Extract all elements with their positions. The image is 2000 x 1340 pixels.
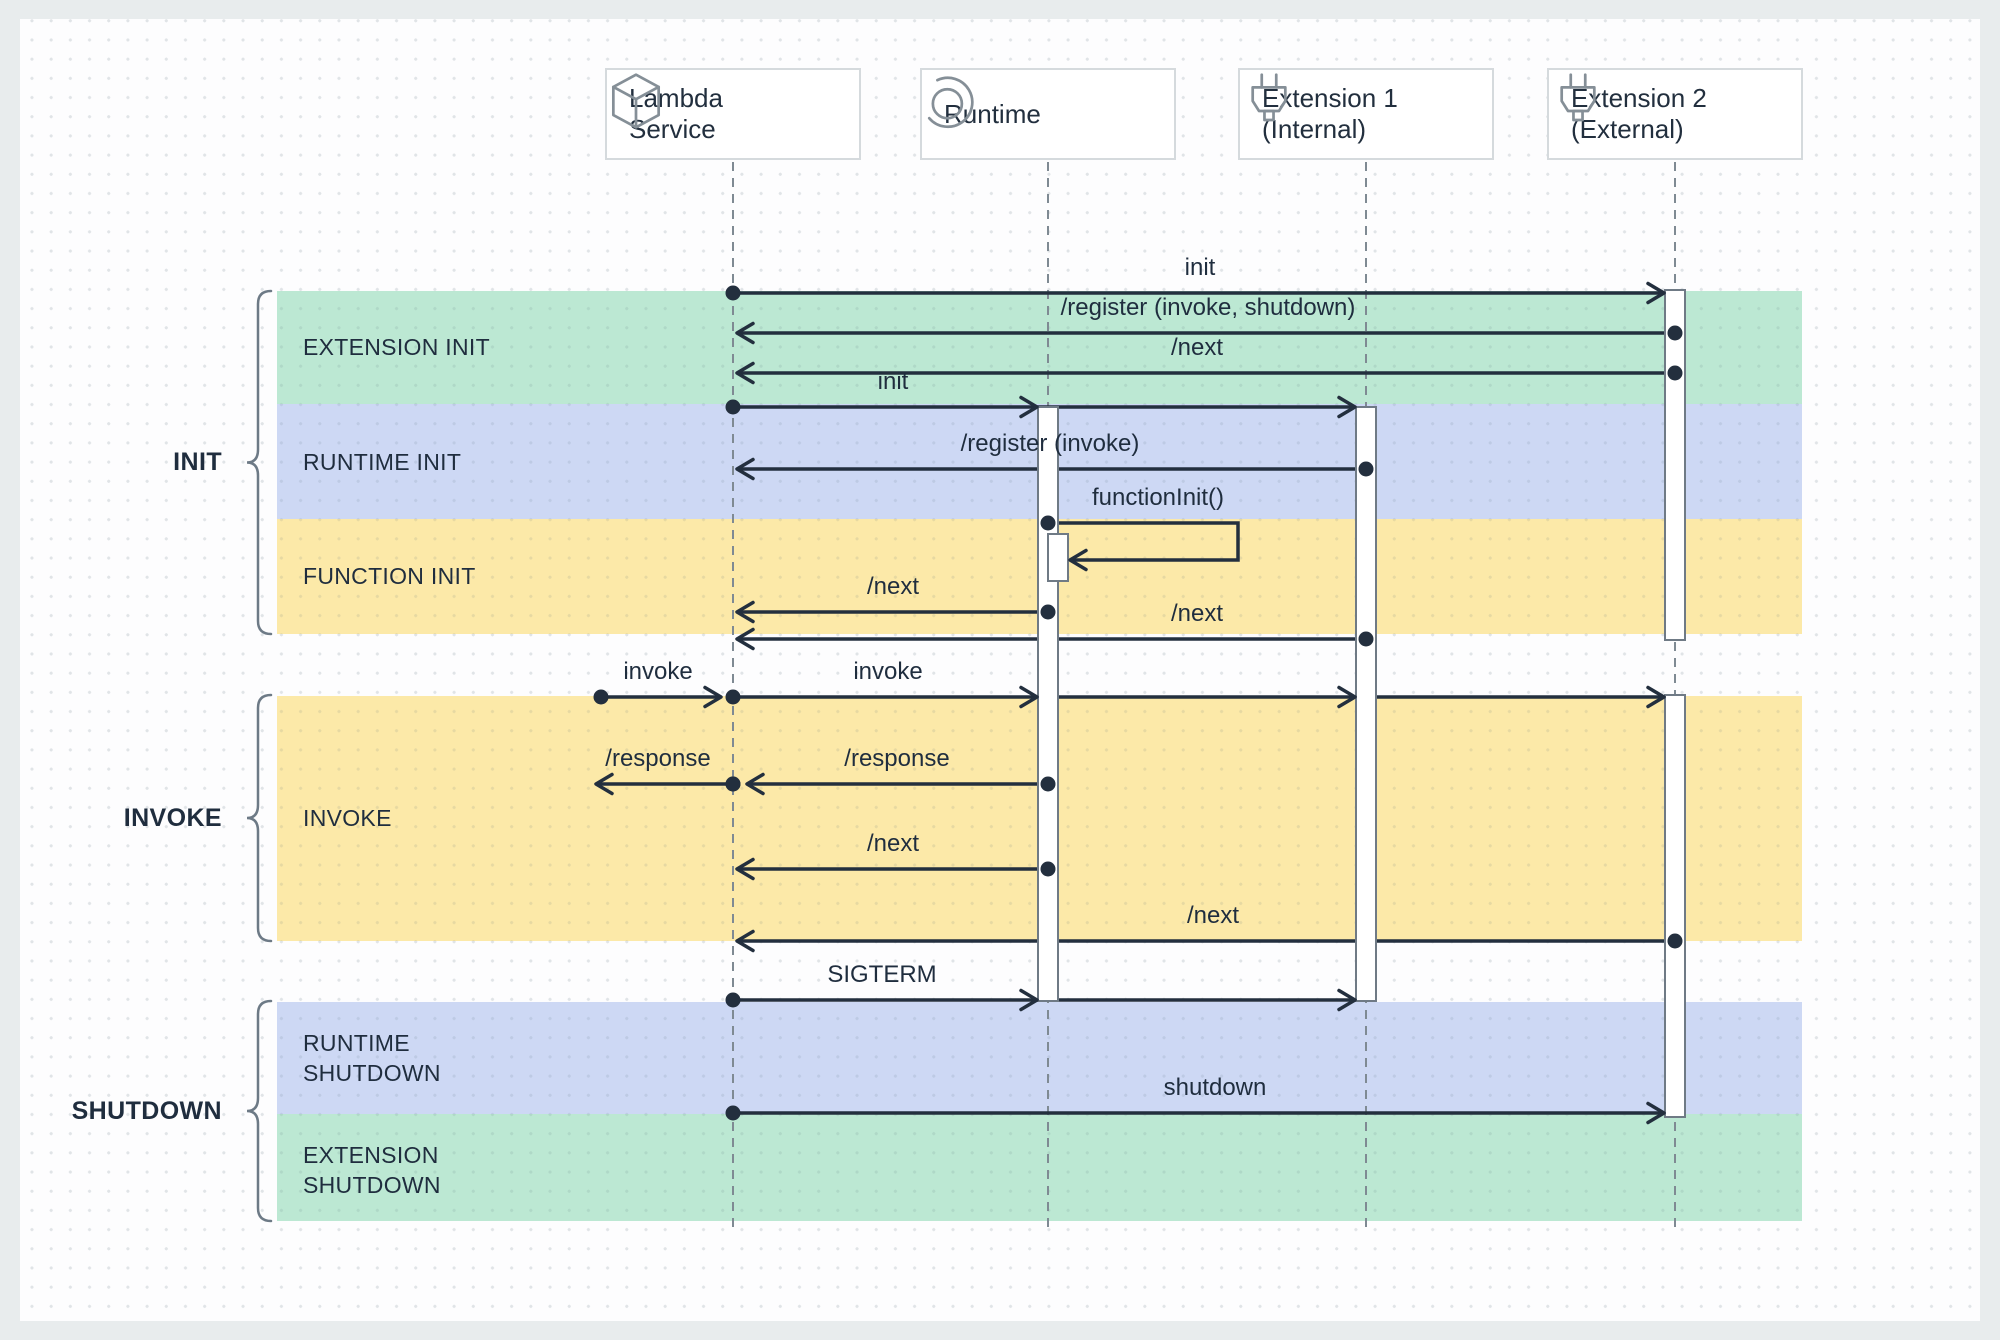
message-functioninit-dot (1040, 515, 1056, 531)
message-functioninit-loop (1048, 521, 1240, 562)
message-sigterm-dot (725, 992, 741, 1008)
activation-ext1 (1355, 406, 1377, 1002)
message-next-dot (1667, 933, 1683, 949)
message-init-arrowhead (1337, 395, 1357, 419)
message-lines-group (246, 289, 1675, 1223)
message-invoke-arrowhead (703, 685, 723, 709)
dots-and-arrowheads-group (593, 281, 1683, 1125)
lifelines-group (732, 162, 1676, 1228)
nested-activation-runtime (1047, 533, 1069, 582)
section-brace-invoke (246, 693, 273, 943)
message-register-invoke-shutdown-arrowhead (735, 321, 755, 345)
message-shutdown-dot (725, 1105, 741, 1121)
message-response-arrowhead (745, 772, 765, 796)
message-response-dot (725, 776, 741, 792)
message-next-dot (1358, 631, 1374, 647)
message-shutdown-arrowhead (1646, 1101, 1666, 1125)
message-register-invoke-shutdown-dot (1667, 325, 1683, 341)
message-invoke-dot (725, 689, 741, 705)
message-register-invoke-dot (1358, 461, 1374, 477)
activation-ext2 (1664, 694, 1686, 1118)
message-init-arrowhead (1646, 281, 1666, 305)
message-next-arrowhead (735, 361, 755, 385)
message-response-dot (1040, 776, 1056, 792)
message-next-dot (1040, 604, 1056, 620)
message-sigterm-arrowhead (1019, 988, 1039, 1012)
section-brace-shutdown (246, 999, 273, 1223)
message-next-arrowhead (735, 929, 755, 953)
message-next-arrowhead (735, 627, 755, 651)
message-next-dot (1040, 861, 1056, 877)
message-response-arrowhead (594, 772, 614, 796)
activation-bars-group (1037, 289, 1686, 1118)
activation-runtime (1037, 406, 1059, 1002)
message-invoke-arrowhead (1646, 685, 1666, 709)
section-brace-init (246, 289, 273, 636)
message-invoke-arrowhead (1337, 685, 1357, 709)
message-invoke-arrowhead (1019, 685, 1039, 709)
message-init-dot (725, 399, 741, 415)
message-functioninit-arrowhead (1068, 548, 1088, 572)
activation-ext2 (1664, 289, 1686, 641)
message-sigterm-arrowhead (1337, 988, 1357, 1012)
message-next-dot (1667, 365, 1683, 381)
message-init-dot (725, 285, 741, 301)
message-init-arrowhead (1019, 395, 1039, 419)
message-register-invoke-arrowhead (735, 457, 755, 481)
message-next-arrowhead (735, 600, 755, 624)
message-next-arrowhead (735, 857, 755, 881)
message-invoke-dot (593, 689, 609, 705)
